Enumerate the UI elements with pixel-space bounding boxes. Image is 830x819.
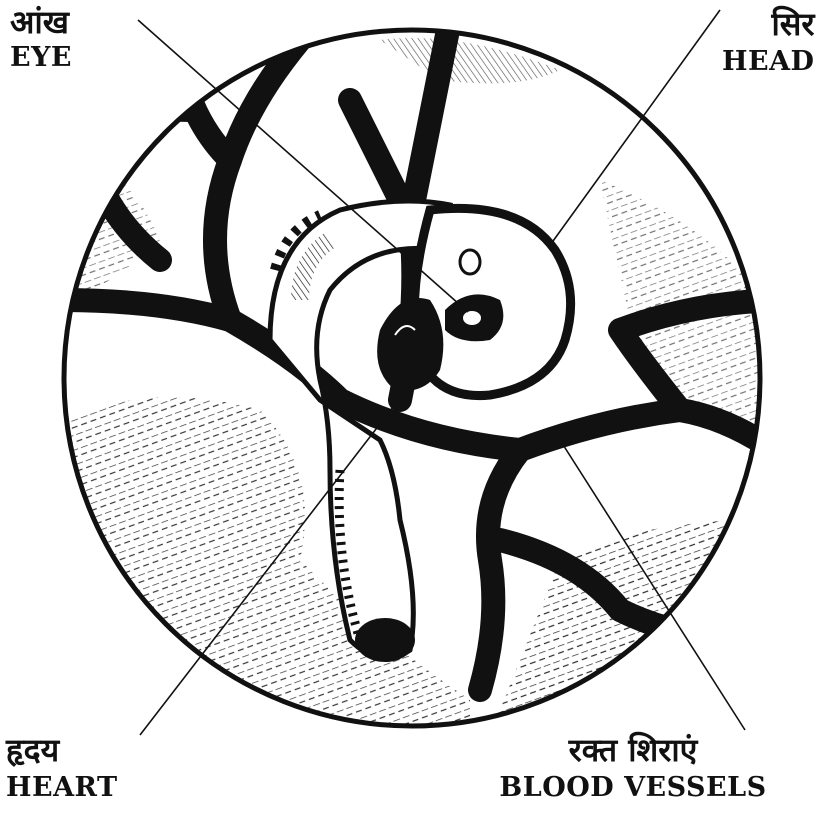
label-heart-english: HEART — [6, 774, 118, 801]
label-heart: हृदय HEART — [6, 734, 118, 801]
label-head-english: HEAD — [722, 48, 814, 75]
label-eye-hindi: आंख — [10, 6, 72, 38]
label-heart-hindi: हृदय — [6, 734, 118, 766]
label-head: सिर HEAD — [722, 8, 814, 75]
label-blood-vessels-english: BLOOD VESSELS — [488, 774, 778, 801]
label-blood-vessels: रक्त शिराएं BLOOD VESSELS — [488, 734, 778, 801]
label-eye: आंख EYE — [10, 6, 72, 71]
label-blood-vessels-hindi: रक्त शिराएं — [488, 734, 778, 766]
label-head-hindi: सिर — [722, 8, 814, 40]
label-eye-english: EYE — [10, 44, 72, 71]
